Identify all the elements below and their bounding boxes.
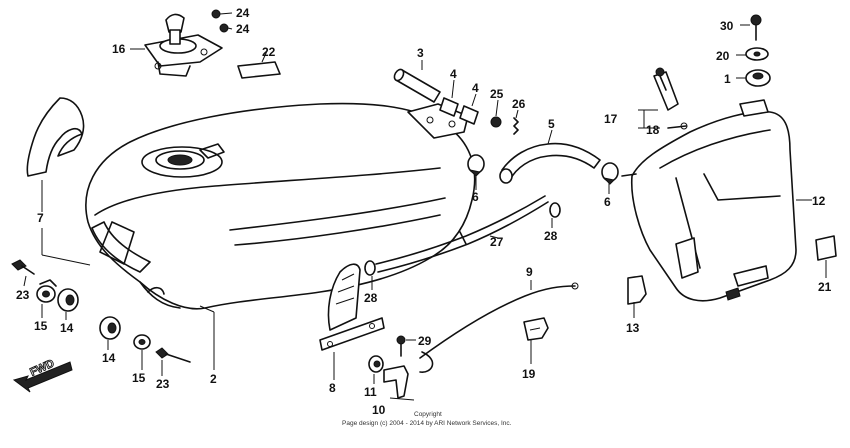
label-1: 1 bbox=[724, 72, 731, 86]
label-4-b: 4 bbox=[472, 81, 479, 95]
label-19: 19 bbox=[522, 367, 536, 381]
grommet-11 bbox=[368, 355, 384, 373]
sensor-17 bbox=[653, 67, 679, 111]
collar-15-center bbox=[133, 334, 151, 350]
clip-28-right bbox=[549, 202, 561, 218]
label-2: 2 bbox=[210, 372, 217, 386]
label-6-right: 6 bbox=[604, 195, 611, 209]
grommet-1 bbox=[745, 69, 771, 87]
breather-tube-27 bbox=[375, 195, 549, 273]
label-14-center: 14 bbox=[102, 351, 116, 365]
clip-19 bbox=[523, 317, 549, 341]
label-29: 29 bbox=[418, 334, 432, 348]
joint-4-b bbox=[459, 105, 479, 125]
reserve-tank-12 bbox=[621, 99, 797, 302]
screw-29 bbox=[396, 335, 406, 357]
label-7: 7 bbox=[37, 211, 44, 225]
label-16: 16 bbox=[112, 42, 126, 56]
clamp-6-left bbox=[467, 154, 485, 177]
label-26: 26 bbox=[512, 97, 526, 111]
rubber-14-left bbox=[57, 288, 79, 312]
label-21: 21 bbox=[818, 280, 832, 294]
label-6-left: 6 bbox=[472, 190, 479, 204]
label-13: 13 bbox=[626, 321, 640, 335]
label-20: 20 bbox=[716, 49, 730, 63]
label-30: 30 bbox=[720, 19, 734, 33]
label-28-right: 28 bbox=[544, 229, 558, 243]
label-17: 17 bbox=[604, 112, 618, 126]
label-28-left: 28 bbox=[364, 291, 378, 305]
label-11: 11 bbox=[364, 385, 377, 399]
label-27: 27 bbox=[490, 235, 504, 249]
screws-24 bbox=[211, 9, 233, 33]
leader-lines bbox=[23, 24, 827, 384]
fuel-cap bbox=[144, 13, 223, 77]
label-24-a: 24 bbox=[236, 6, 250, 20]
label-23-center: 23 bbox=[156, 377, 170, 391]
rod-9 bbox=[419, 282, 579, 373]
copyright-line2: Page design (c) 2004 - 2014 by ARI Netwo… bbox=[342, 420, 512, 427]
label-sticker-21 bbox=[815, 235, 837, 261]
label-9: 9 bbox=[526, 265, 533, 279]
label-23-left: 23 bbox=[16, 288, 30, 302]
bracket-8 bbox=[319, 263, 385, 351]
rubber-14-center bbox=[99, 316, 121, 340]
clip-13 bbox=[627, 275, 647, 305]
label-sticker-22 bbox=[237, 61, 281, 79]
bolt-23-left bbox=[11, 259, 35, 275]
part-labels: 30 20 1 17 18 12 21 13 6 6 5 3 4 4 25 26… bbox=[16, 6, 832, 417]
label-14-left: 14 bbox=[60, 321, 74, 335]
label-10: 10 bbox=[372, 403, 386, 417]
fuel-tank bbox=[85, 102, 476, 310]
tank-emblem bbox=[26, 97, 85, 177]
label-4-a: 4 bbox=[450, 67, 457, 81]
label-15-left: 15 bbox=[34, 319, 48, 333]
fwd-arrow: FWD bbox=[12, 357, 73, 393]
label-22: 22 bbox=[262, 45, 276, 59]
label-25: 25 bbox=[490, 87, 504, 101]
collar-15-left bbox=[36, 279, 57, 303]
bolt-23-center bbox=[155, 347, 191, 363]
label-18: 18 bbox=[646, 123, 660, 137]
label-15-center: 15 bbox=[132, 371, 146, 385]
label-8: 8 bbox=[329, 381, 336, 395]
clip-28-left bbox=[364, 260, 376, 276]
washer-20 bbox=[745, 47, 769, 61]
tube-3 bbox=[393, 68, 441, 103]
spring-26 bbox=[513, 117, 519, 135]
clip-18 bbox=[667, 122, 688, 130]
clamp-6-right bbox=[601, 162, 619, 185]
joint-4-a bbox=[439, 97, 459, 117]
stay-10 bbox=[383, 365, 415, 401]
label-5: 5 bbox=[548, 117, 555, 131]
copyright-line1: Copyright bbox=[414, 411, 442, 418]
screw-30 bbox=[750, 14, 762, 41]
label-12: 12 bbox=[812, 194, 826, 208]
label-3: 3 bbox=[417, 46, 424, 60]
hose-5 bbox=[499, 142, 601, 184]
label-24-b: 24 bbox=[236, 22, 250, 36]
nut-25 bbox=[490, 116, 502, 128]
